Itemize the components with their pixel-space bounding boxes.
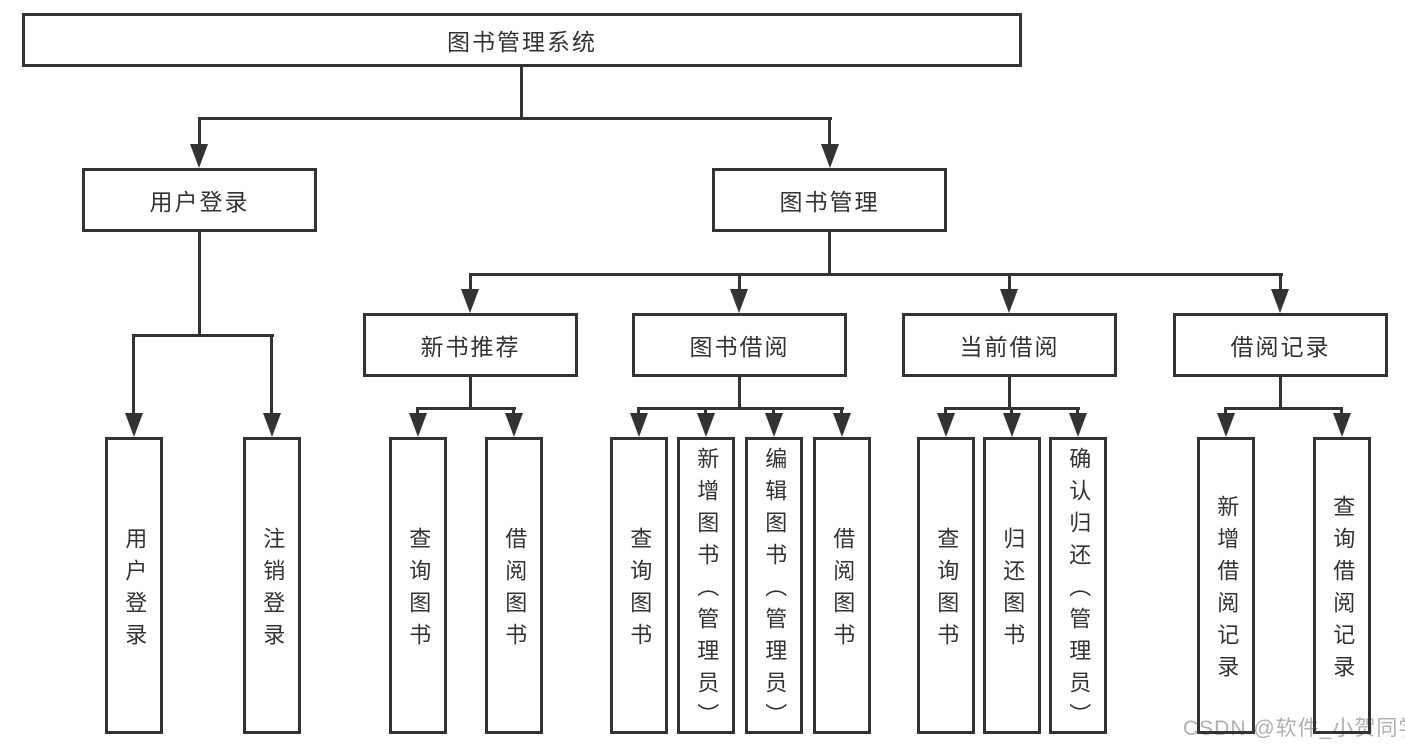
arrow-down-icon — [697, 413, 715, 437]
connector-stem — [469, 273, 472, 289]
connector-userlogin-hline — [132, 334, 274, 337]
connector-stem — [944, 407, 947, 413]
watermark: CSDN @软件_小贺同学 — [1183, 717, 1405, 740]
arrow-down-icon — [765, 413, 783, 437]
connector-stem — [416, 407, 419, 413]
node-label: 用户登录 — [149, 189, 250, 215]
node-root: 图书管理系统 — [22, 13, 1022, 67]
connector-records-hline — [1224, 407, 1343, 410]
leaf-logout: 注销登录 — [243, 437, 301, 734]
connector-stem — [1010, 407, 1013, 413]
leaf-edit-book-admin: 编辑图书（管理员） — [745, 437, 803, 735]
connector-records-vline — [1279, 377, 1282, 407]
leaf-label: 新增图书（管理员） — [694, 446, 720, 735]
leaf-label: 用户登录 — [122, 526, 148, 655]
node-label: 图书管理 — [779, 189, 880, 215]
connector-root-hline — [198, 117, 832, 120]
connector-recommend-hline — [416, 407, 516, 410]
leaf-label: 借阅图书 — [502, 526, 528, 655]
arrow-down-icon — [821, 144, 839, 168]
arrow-down-icon — [1003, 413, 1021, 437]
node-label: 图书管理系统 — [447, 29, 597, 55]
node-book-borrow: 图书借阅 — [632, 313, 847, 377]
connector-borrow-vline — [738, 377, 741, 407]
leaf-label: 查询图书 — [627, 526, 653, 655]
connector-stem — [637, 407, 640, 413]
leaf-user-login: 用户登录 — [105, 437, 163, 734]
arrow-down-icon — [937, 413, 955, 437]
connector-stem — [132, 334, 135, 413]
leaf-confirm-return-admin: 确认归还（管理员） — [1049, 437, 1107, 735]
connector-bookmgmt-vline — [828, 232, 831, 273]
arrow-down-icon — [505, 413, 523, 437]
connector-stem — [1224, 407, 1227, 413]
arrow-down-icon — [190, 144, 208, 168]
leaf-label: 确认归还（管理员） — [1066, 446, 1092, 735]
leaf-label: 查询图书 — [934, 526, 960, 655]
connector-stem — [1279, 273, 1282, 289]
connector-stem — [1076, 407, 1079, 413]
leaf-label: 归还图书 — [1000, 526, 1026, 655]
node-label: 新书推荐 — [420, 334, 521, 360]
arrow-down-icon — [1271, 289, 1289, 313]
leaf-label: 编辑图书（管理员） — [762, 446, 788, 735]
node-book-management: 图书管理 — [712, 168, 947, 232]
arrow-down-icon — [833, 413, 851, 437]
connector-stem — [772, 407, 775, 413]
leaf-label: 注销登录 — [260, 526, 286, 655]
leaf-label: 新增借阅记录 — [1214, 494, 1240, 687]
node-borrow-records: 借阅记录 — [1173, 313, 1388, 377]
connector-stem — [840, 407, 843, 413]
leaf-label: 查询图书 — [406, 526, 432, 655]
node-current-borrow: 当前借阅 — [902, 313, 1117, 377]
arrow-down-icon — [409, 413, 427, 437]
node-label: 借阅记录 — [1230, 334, 1331, 360]
leaf-add-borrow-record: 新增借阅记录 — [1197, 437, 1255, 734]
connector-borrow-hline — [637, 407, 844, 410]
arrow-down-icon — [1000, 289, 1018, 313]
arrow-down-icon — [630, 413, 648, 437]
node-label: 图书借阅 — [689, 334, 790, 360]
leaf-query-book-current: 查询图书 — [917, 437, 975, 734]
arrow-down-icon — [461, 289, 479, 313]
connector-root-vline — [520, 67, 523, 117]
leaf-query-book-recommend: 查询图书 — [389, 437, 447, 734]
leaf-add-book-admin: 新增图书（管理员） — [677, 437, 735, 735]
connector-stem — [828, 117, 831, 144]
connector-stem — [1340, 407, 1343, 413]
connector-current-vline — [1008, 377, 1011, 407]
arrow-down-icon — [263, 413, 281, 437]
node-new-book-recommend: 新书推荐 — [363, 313, 578, 377]
arrow-down-icon — [1333, 413, 1351, 437]
connector-bookmgmt-hline — [469, 273, 1283, 276]
connector-userlogin-vline — [198, 232, 201, 334]
leaf-query-borrow-record: 查询借阅记录 — [1313, 437, 1371, 734]
arrow-down-icon — [125, 413, 143, 437]
node-user-login: 用户登录 — [82, 168, 317, 232]
connector-recommend-vline — [469, 377, 472, 407]
leaf-borrow-book-recommend: 借阅图书 — [485, 437, 543, 734]
arrow-down-icon — [1069, 413, 1087, 437]
connector-stem — [270, 334, 273, 413]
arrow-down-icon — [730, 289, 748, 313]
connector-stem — [738, 273, 741, 289]
leaf-label: 借阅图书 — [830, 526, 856, 655]
leaf-borrow-book: 借阅图书 — [813, 437, 871, 734]
node-label: 当前借阅 — [959, 334, 1060, 360]
leaf-query-book-borrow: 查询图书 — [610, 437, 668, 734]
leaf-return-book: 归还图书 — [983, 437, 1041, 734]
arrow-down-icon — [1217, 413, 1235, 437]
connector-stem — [704, 407, 707, 413]
connector-stem — [1008, 273, 1011, 289]
connector-stem — [512, 407, 515, 413]
connector-stem — [198, 117, 201, 144]
leaf-label: 查询借阅记录 — [1330, 494, 1356, 687]
